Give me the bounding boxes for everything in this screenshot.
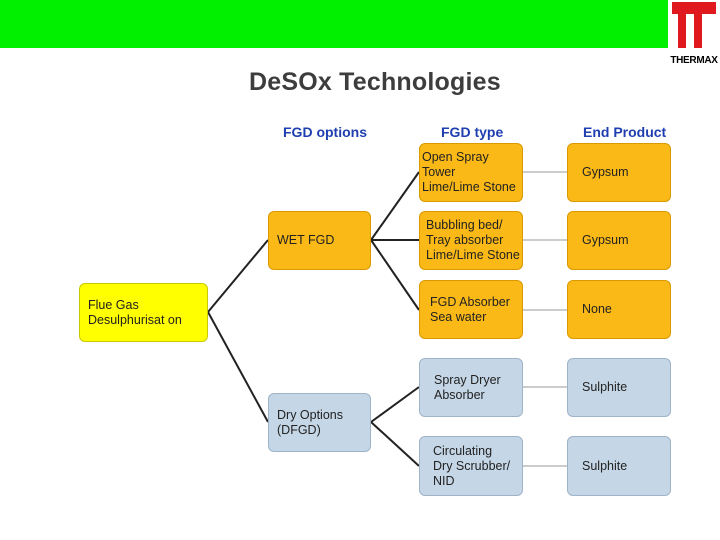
column-heading-options: FGD options — [283, 124, 367, 140]
top-banner — [0, 0, 668, 48]
thermax-logo-icon — [672, 2, 716, 48]
logo-text: THERMAX — [670, 55, 718, 66]
column-heading-type: FGD type — [441, 124, 504, 140]
option-node-wet: WET FGD — [268, 211, 371, 270]
root-node: Flue Gas Desulphurisat on — [79, 283, 208, 342]
connector-wet-type3 — [370, 239, 420, 311]
product-node-none: None — [567, 280, 671, 339]
column-heading-product: End Product — [583, 124, 667, 140]
connector-root-dry — [207, 311, 269, 423]
connector-wet-type1 — [370, 171, 420, 241]
type-node-open-spray: Open Spray Tower Lime/Lime Stone — [419, 143, 523, 202]
option-node-dry: Dry Options (DFGD) — [268, 393, 371, 452]
connector-dry-type4 — [370, 386, 420, 423]
type-node-circulating-dry: Circulating Dry Scrubber/ NID — [419, 436, 523, 496]
type-node-bubbling-bed: Bubbling bed/ Tray absorber Lime/Lime St… — [419, 211, 523, 270]
product-node-gypsum-1: Gypsum — [567, 143, 671, 202]
connector-dry-type5 — [370, 421, 420, 467]
page-title: DeSOx Technologies — [249, 68, 501, 96]
product-node-sulphite-2: Sulphite — [567, 436, 671, 496]
type-node-spray-dryer: Spray Dryer Absorber — [419, 358, 523, 417]
connector-root-wet — [207, 239, 269, 313]
product-node-sulphite-1: Sulphite — [567, 358, 671, 417]
type-node-sea-water: FGD Absorber Sea water — [419, 280, 523, 339]
product-node-gypsum-2: Gypsum — [567, 211, 671, 270]
